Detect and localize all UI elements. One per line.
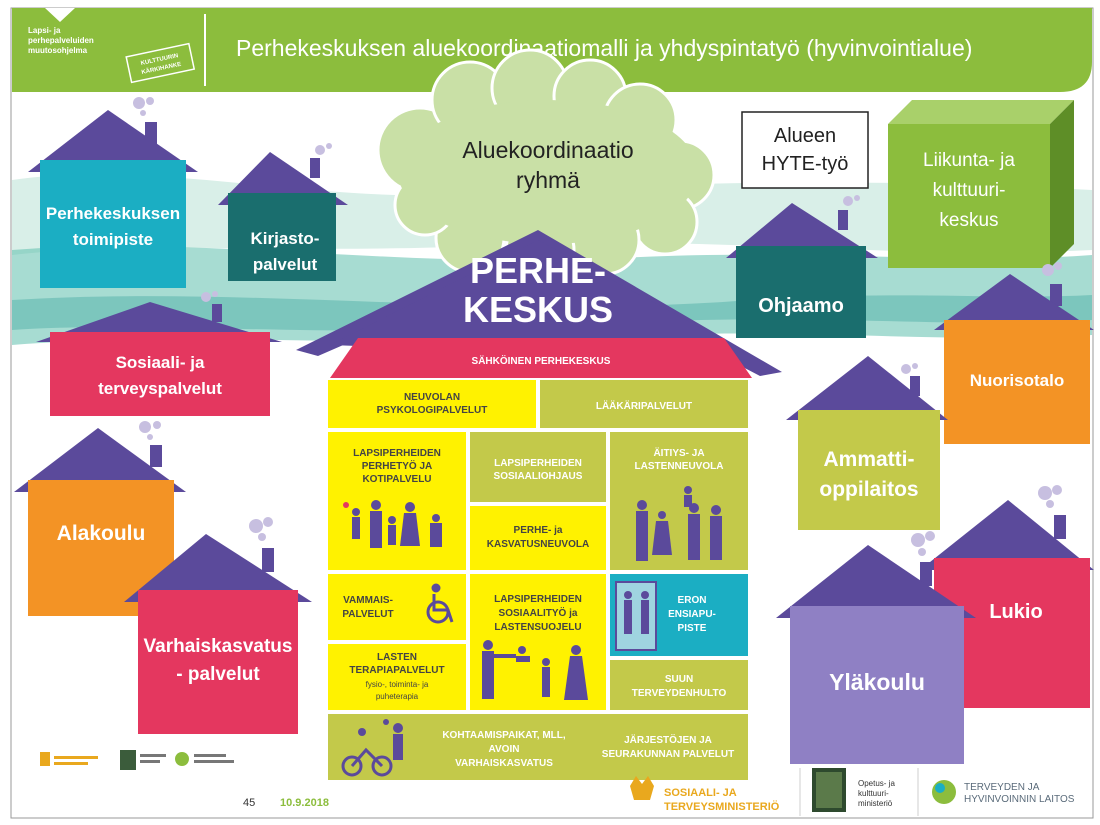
box-kohtaamis-3: VARHAISKASVATUS bbox=[455, 758, 553, 769]
perhekeskus-house: PERHE- KESKUS SÄHKÖINEN PERHEKESKUS NEUV… bbox=[296, 230, 782, 780]
box-perhetyo-3: KOTIPALVELU bbox=[362, 474, 431, 485]
page-number: 45 bbox=[243, 797, 255, 809]
box-vammais-2: PALVELUT bbox=[342, 609, 393, 620]
box-neuvolan-1: NEUVOLAN bbox=[404, 392, 460, 403]
box-terapia-2: TERAPIAPALVELUT bbox=[349, 665, 444, 676]
cloud-label-1: Aluekoordinaatio bbox=[462, 137, 633, 163]
house-ohjaamo-label: Ohjaamo bbox=[758, 295, 844, 317]
header-band: Lapsi- ja perhepalveluiden muutosohjelma… bbox=[12, 8, 1092, 92]
box-ohjaus-1: LAPSIPERHEIDEN bbox=[494, 458, 582, 469]
house-alakoulu: Alakoulu bbox=[14, 421, 186, 616]
house-nuoriso: Nuorisotalo bbox=[934, 262, 1094, 444]
box-kasvatus-2: KASVATUSNEUVOLA bbox=[487, 539, 589, 550]
house-sosiaali-label-2: terveyspalvelut bbox=[98, 379, 222, 398]
okm-logo: Opetus- ja kulttuuri- ministeriö bbox=[812, 768, 895, 812]
thl-label-2: HYVINVOINNIN LAITOS bbox=[964, 794, 1075, 805]
house-lukio-label: Lukio bbox=[989, 601, 1042, 623]
slide-date: 10.9.2018 bbox=[280, 797, 329, 809]
hyte-box: Alueen HYTE-työ bbox=[741, 111, 869, 189]
child-protection-figures-icon bbox=[482, 640, 588, 700]
banner-sahkoinen bbox=[330, 338, 752, 378]
small-logos-left bbox=[40, 750, 234, 770]
box-ohjaus-2: SOSIAALIOHJAUS bbox=[494, 471, 583, 482]
divorce-door-icon bbox=[615, 581, 657, 651]
box-perhetyo-2: PERHETYÖ JA bbox=[362, 459, 433, 472]
stm-label-1: SOSIAALI- JA bbox=[664, 787, 737, 799]
box-sosiaalityo-1: LAPSIPERHEIDEN bbox=[494, 594, 582, 605]
house-nuoriso-label: Nuorisotalo bbox=[970, 371, 1064, 390]
culture-cube: Liikunta- ja kulttuuri- keskus bbox=[888, 100, 1074, 268]
house-varhais: Varhaiskasvatus - palvelut bbox=[124, 517, 312, 734]
house-toimipiste: Perhekeskuksen toimipiste bbox=[28, 97, 198, 288]
box-eron-1: ERON bbox=[678, 595, 707, 606]
box-suun-2: TERVEYDENHULTO bbox=[632, 688, 727, 699]
box-kohtaamis-1: KOHTAAMISPAIKAT, MLL, bbox=[442, 730, 566, 741]
cloud-label-2: ryhmä bbox=[516, 167, 580, 193]
cube-label-1: Liikunta- ja bbox=[923, 150, 1015, 171]
footer: 45 10.9.2018 SOSIAALI- JA TERVEYSMINISTE… bbox=[40, 750, 1075, 816]
house-varhais-label-2: - palvelut bbox=[176, 664, 260, 685]
house-ohjaamo: Ohjaamo bbox=[726, 195, 878, 338]
house-ammatti-label-2: oppilaitos bbox=[819, 478, 918, 501]
house-kirjasto: Kirjasto- palvelut bbox=[218, 143, 348, 281]
perhekeskus-title-1: PERHE- bbox=[470, 250, 606, 291]
banner-label: SÄHKÖINEN PERHEKESKUS bbox=[472, 354, 611, 367]
house-sosiaali-label-1: Sosiaali- ja bbox=[116, 353, 205, 372]
box-kohtaamis-2: AVOIN bbox=[489, 744, 520, 755]
box-terapia-4: puheterapia bbox=[376, 692, 419, 701]
okm-label-2: kulttuuri- bbox=[858, 789, 889, 798]
house-ammatti: Ammatti- oppilaitos bbox=[786, 356, 948, 530]
box-laakari: LÄÄKÄRIPALVELUT bbox=[596, 399, 692, 412]
box-aitiys-1: ÄITIYS- JA bbox=[653, 446, 704, 459]
family-figures-icon bbox=[343, 500, 442, 548]
hyte-label-1: Alueen bbox=[774, 125, 836, 147]
stm-logo: SOSIAALI- JA TERVEYSMINISTERIÖ bbox=[630, 776, 780, 813]
perhekeskus-title-2: KESKUS bbox=[463, 289, 613, 330]
cube-label-3: keskus bbox=[939, 210, 998, 231]
thl-logo: TERVEYDEN JA HYVINVOINNIN LAITOS bbox=[932, 780, 1075, 805]
slide-title: Perhekeskuksen aluekoordinaatiomalli ja … bbox=[236, 35, 972, 61]
house-ammatti-label-1: Ammatti- bbox=[823, 448, 914, 471]
wheelchair-icon bbox=[426, 583, 454, 624]
house-kirjasto-label-1: Kirjasto- bbox=[251, 229, 320, 248]
box-perhetyo-1: LAPSIPERHEIDEN bbox=[353, 448, 441, 459]
house-ylakoulu: Yläkoulu bbox=[776, 531, 976, 764]
okm-label-3: ministeriö bbox=[858, 799, 893, 808]
bicycle-icon bbox=[341, 719, 403, 777]
thl-label-1: TERVEYDEN JA bbox=[964, 782, 1040, 793]
box-suun-1: SUUN bbox=[665, 674, 693, 685]
program-line-2: perhepalveluiden bbox=[28, 36, 94, 45]
program-line-3: muutosohjelma bbox=[28, 46, 88, 55]
box-jarjestot-2: SEURAKUNNAN PALVELUT bbox=[602, 749, 734, 760]
program-line-1: Lapsi- ja bbox=[28, 26, 61, 35]
hyte-label-2: HYTE-työ bbox=[762, 153, 849, 175]
coordination-cloud bbox=[376, 48, 716, 286]
box-eron-3: PISTE bbox=[678, 623, 707, 634]
box-vammais-1: VAMMAIS- bbox=[343, 595, 393, 606]
box-terapia-1: LASTEN bbox=[377, 652, 417, 663]
box-jarjestot-1: JÄRJESTÖJEN JA bbox=[624, 733, 712, 746]
box-terapia-3: fysio-, toiminta- ja bbox=[366, 680, 429, 689]
box-neuvolan-2: PSYKOLOGIPALVELUT bbox=[377, 405, 488, 416]
okm-label-1: Opetus- ja bbox=[858, 779, 895, 788]
house-varhais-label-1: Varhaiskasvatus bbox=[144, 636, 293, 657]
cube-label-2: kulttuuri- bbox=[933, 180, 1006, 201]
house-toimipiste-label-1: Perhekeskuksen bbox=[46, 204, 180, 223]
box-sosiaalityo-3: LASTENSUOJELU bbox=[494, 622, 581, 633]
arrow-marker-icon bbox=[45, 8, 75, 22]
box-kasvatus-1: PERHE- ja bbox=[514, 525, 563, 536]
house-toimipiste-label-2: toimipiste bbox=[73, 230, 153, 249]
box-eron-2: ENSIAPU- bbox=[668, 609, 716, 620]
parents-figures-icon bbox=[636, 486, 722, 561]
stm-label-2: TERVEYSMINISTERIÖ bbox=[664, 800, 780, 813]
box-aitiys-2: LASTENNEUVOLA bbox=[635, 461, 724, 472]
box-sosiaalityo-2: SOSIAALITYÖ ja bbox=[499, 606, 578, 619]
house-sosiaali: Sosiaali- ja terveyspalvelut bbox=[36, 291, 282, 416]
house-alakoulu-label: Alakoulu bbox=[57, 522, 146, 545]
house-ylakoulu-label: Yläkoulu bbox=[829, 669, 925, 695]
house-kirjasto-label-2: palvelut bbox=[253, 255, 318, 274]
